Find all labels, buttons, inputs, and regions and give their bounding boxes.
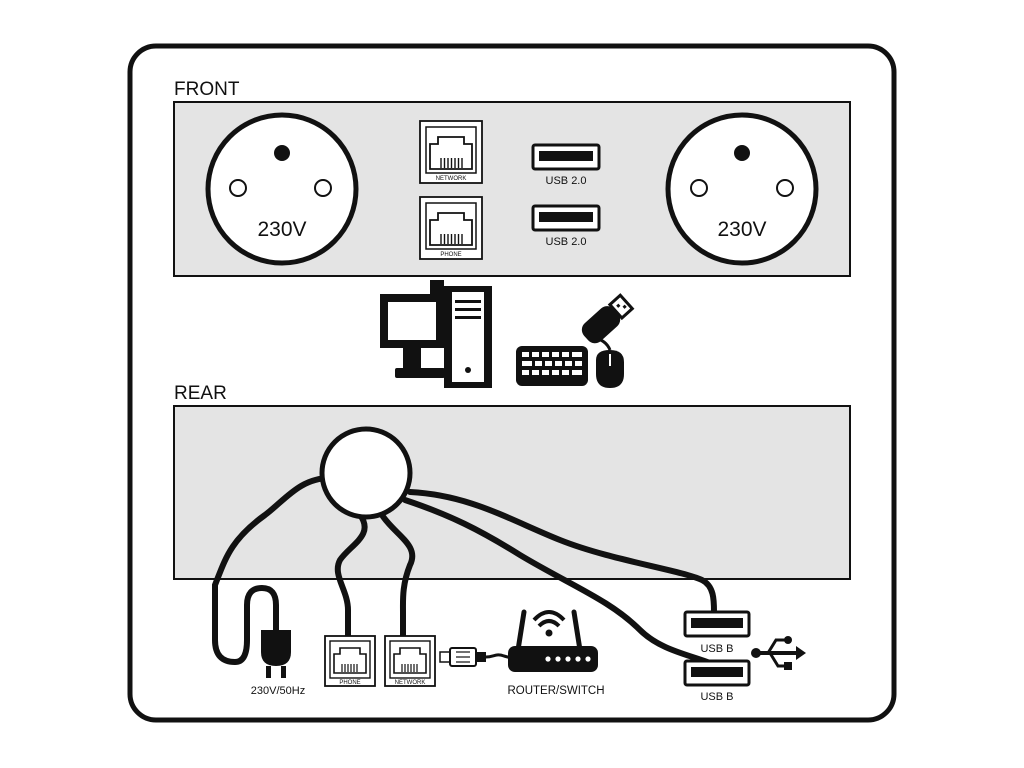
socket-right-label: 230V [717, 218, 766, 241]
front-usb-bottom: USB 2.0 [531, 204, 601, 248]
rear-network-jack: NETWORK [384, 635, 436, 687]
front-network-jack: NETWORK [419, 120, 483, 184]
socket-left-label: 230V [257, 218, 306, 241]
keyboard-icon [516, 346, 588, 386]
rear-title: REAR [174, 383, 227, 404]
rear-phone-jack: PHONE [324, 635, 376, 687]
router-label: ROUTER/SWITCH [507, 685, 604, 697]
rear-network-jack-label: NETWORK [395, 680, 426, 686]
rear-phone-jack-label: PHONE [339, 680, 360, 686]
front-usb-top: USB 2.0 [531, 143, 601, 187]
cable-hub [319, 426, 413, 520]
front-network-jack-label: NETWORK [436, 176, 467, 182]
power-plug-label: 230V/50Hz [251, 685, 305, 697]
socket-left: 230V [205, 112, 359, 266]
socket-right: 230V [665, 112, 819, 266]
front-title: FRONT [174, 79, 240, 100]
front-phone-jack-label: PHONE [440, 252, 461, 258]
router-icon: ROUTER/SWITCH [507, 609, 605, 697]
rear-usb-top-label: USB B [700, 643, 733, 655]
front-usb-bottom-label: USB 2.0 [546, 236, 587, 248]
rear-usb-bottom-label: USB B [700, 691, 733, 703]
usb-symbol-icon [751, 636, 806, 670]
ethernet-connector-icon [439, 647, 513, 667]
cables [212, 475, 717, 666]
usb-stick-icon [581, 293, 635, 344]
computer-icon [380, 280, 492, 388]
power-plug-icon: 230V/50Hz [251, 630, 305, 697]
front-phone-jack: PHONE [419, 196, 483, 260]
rear-usb-bottom: USB B [683, 659, 751, 703]
rear-usb-top: USB B [683, 610, 751, 655]
front-usb-top-label: USB 2.0 [546, 175, 587, 187]
